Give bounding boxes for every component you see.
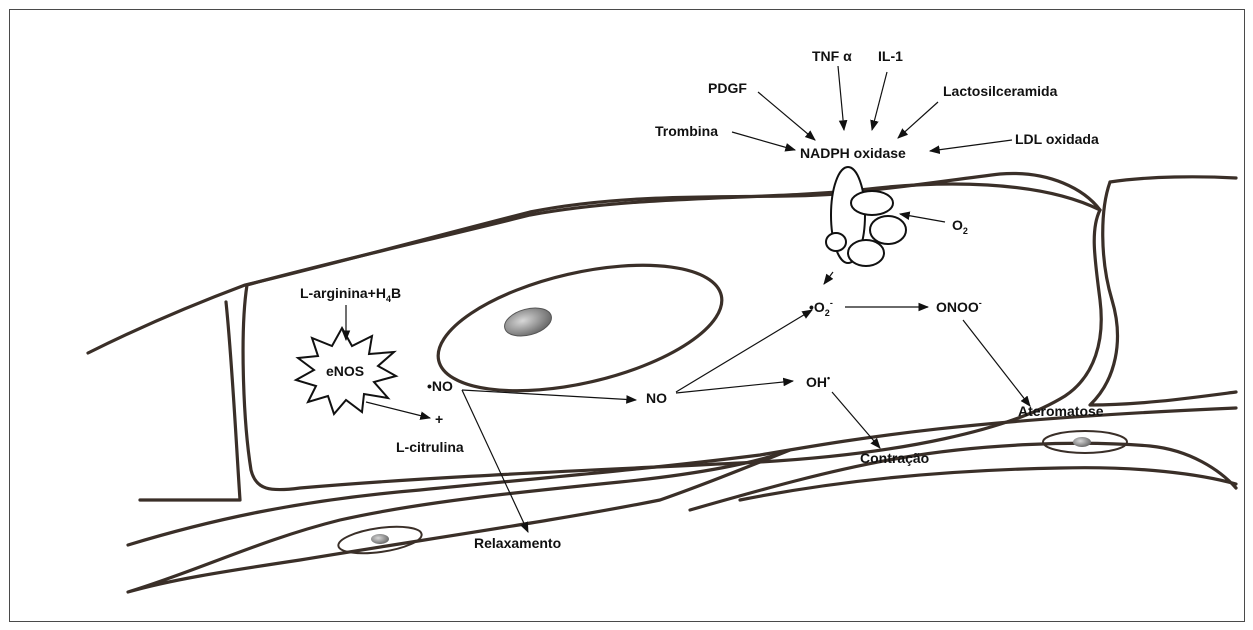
- label-ateromatose: Ateromatose: [1018, 403, 1104, 419]
- label-trombina: Trombina: [655, 123, 718, 139]
- label-l-arginina-h4b: L-arginina+H4B: [300, 285, 401, 304]
- label-no: NO: [646, 390, 667, 406]
- label-plus: +: [435, 411, 443, 427]
- nadph-oxidase-complex: [826, 167, 906, 266]
- label-o2: O2: [952, 217, 968, 236]
- label-enos: eNOS: [326, 363, 364, 379]
- label-pdgf: PDGF: [708, 80, 747, 96]
- cell-membranes: [88, 173, 1236, 592]
- label-ldl-oxidada: LDL oxidada: [1015, 131, 1099, 147]
- label-nadph-oxidase: NADPH oxidase: [800, 145, 906, 161]
- lower-cell-layer: [128, 450, 790, 592]
- upper-membrane-top: [88, 173, 1100, 353]
- right-small-nucleolus: [1073, 437, 1091, 447]
- arrow-o2: [900, 214, 945, 222]
- label-superoxide: •O2-: [809, 298, 833, 318]
- nucleus-envelope: [426, 242, 733, 414]
- arrow-enos-product: [366, 402, 430, 418]
- arrow-ldl: [930, 140, 1012, 151]
- label-contracao: Contração: [860, 450, 929, 466]
- left-cell-junction: [140, 302, 240, 500]
- label-il-1: IL-1: [878, 48, 903, 64]
- arrow-no-oh: [676, 381, 793, 393]
- subunit-a: [851, 191, 893, 215]
- arrow-ateromatose: [963, 320, 1030, 406]
- label-hydroxyl: OH•: [806, 373, 830, 390]
- arrow-tnf: [838, 66, 844, 130]
- lower-vessel-wall: [128, 408, 1236, 545]
- arrow-relaxamento: [462, 390, 528, 532]
- label-no-radical: •NO: [427, 378, 453, 394]
- arrow-il1: [872, 72, 887, 130]
- label-relaxamento: Relaxamento: [474, 535, 561, 551]
- label-l-citrulina: L-citrulina: [396, 439, 464, 455]
- right-cell: [1090, 177, 1236, 405]
- arrow-trombina: [732, 132, 795, 150]
- arrow-no-superoxide: [676, 310, 812, 392]
- labels: TNF α IL-1 PDGF Lactosilceramida Trombin…: [300, 48, 1104, 551]
- arrow-to-superoxide: [824, 272, 833, 284]
- label-tnf-alpha: TNF α: [812, 48, 852, 64]
- subunit-c: [848, 240, 884, 266]
- subunit-b: [870, 216, 906, 244]
- left-small-nucleolus: [371, 534, 389, 544]
- label-lactosilceramida: Lactosilceramida: [943, 83, 1058, 99]
- arrow-lactosil: [898, 102, 938, 138]
- nucleolus: [501, 303, 554, 341]
- arrow-pdgf: [758, 92, 815, 140]
- arrow-to-no: [462, 390, 636, 400]
- label-peroxynitrite: ONOO-: [936, 298, 982, 315]
- subunit-d: [826, 233, 846, 251]
- nucleus: [426, 242, 733, 414]
